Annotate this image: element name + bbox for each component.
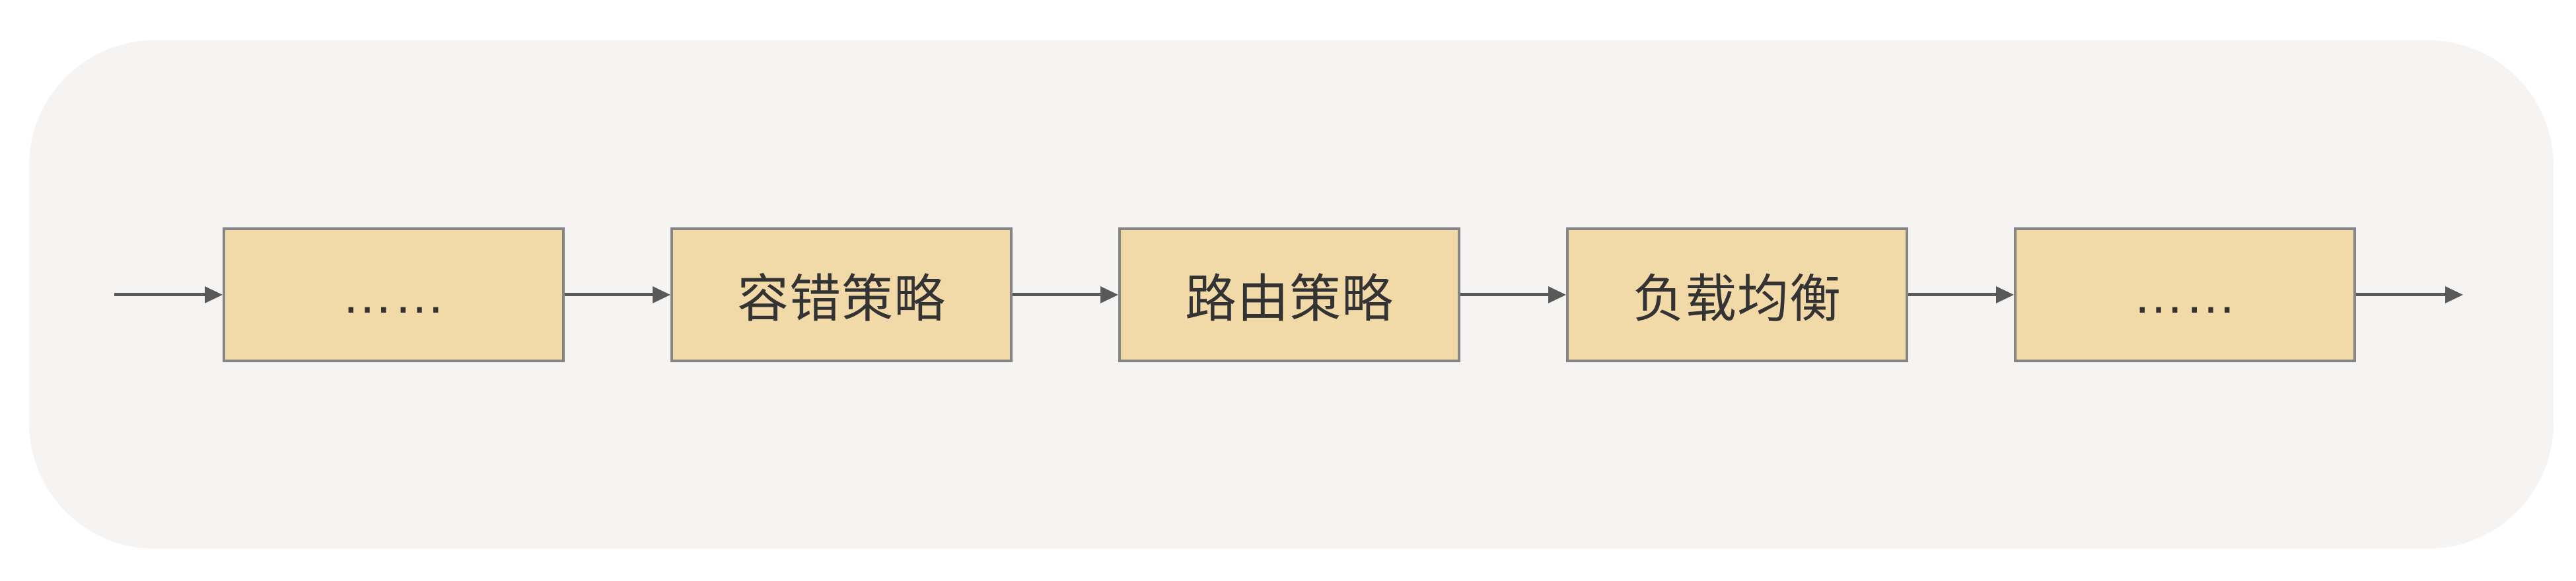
flow-node-label: 路由策略 bbox=[1184, 270, 1394, 328]
flow-arrow-right-icon bbox=[565, 293, 653, 296]
flow-arrow-right-icon bbox=[1460, 293, 1548, 296]
flow-node-label: 容错策略 bbox=[736, 270, 946, 328]
flow-arrow-right-icon bbox=[1908, 293, 1996, 296]
flow-node-fault-tolerance: 容错策略 bbox=[670, 227, 1013, 362]
flow-node-label: 负载均衡 bbox=[1632, 270, 1842, 328]
flow-node-label: …… bbox=[341, 265, 446, 324]
flow-node-ellipsis-left: …… bbox=[223, 227, 565, 362]
flow-node-routing-strategy: 路由策略 bbox=[1118, 227, 1460, 362]
flow-node-label: …… bbox=[2133, 265, 2237, 324]
flow-arrow-right-icon bbox=[114, 293, 205, 296]
flow-arrow-right-icon bbox=[2356, 293, 2445, 296]
diagram-panel: …… 容错策略 路由策略 负载均衡 …… bbox=[29, 40, 2554, 549]
flow-arrow-right-icon bbox=[1013, 293, 1100, 296]
flow-node-load-balancing: 负载均衡 bbox=[1566, 227, 1908, 362]
flow-node-ellipsis-right: …… bbox=[2014, 227, 2356, 362]
